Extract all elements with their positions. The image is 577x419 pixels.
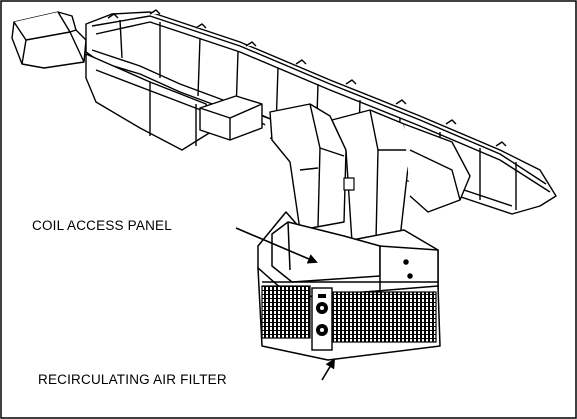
recirculating-air-filter-label: RECIRCULATING AIR FILTER [38,372,227,387]
air-filter-grille-right [331,291,437,343]
riser-columns [269,103,471,243]
recirculating-air-filter-arrow [321,358,336,381]
control-panel [311,287,333,351]
coil-access-panel-arrow [235,227,318,264]
air-filter-grille-left [261,285,311,339]
coil-access-panel-label: COIL ACCESS PANEL [32,218,172,233]
